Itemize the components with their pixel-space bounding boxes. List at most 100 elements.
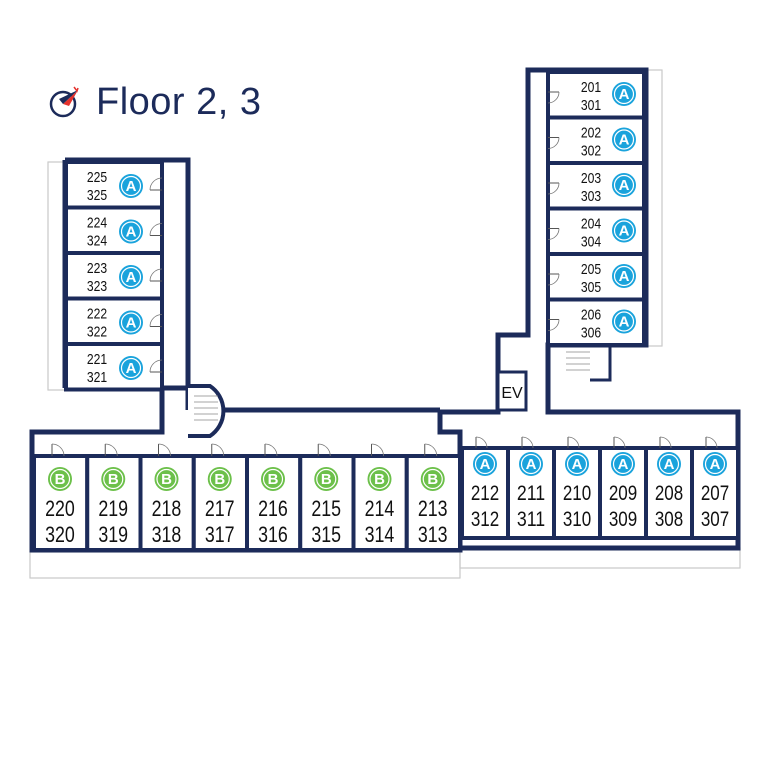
door-swing	[158, 443, 171, 457]
unit-type-a-badge: A	[657, 452, 681, 476]
unit-type-letter: A	[526, 456, 537, 473]
door-swing	[149, 314, 163, 327]
unit-type-letter: A	[619, 268, 630, 285]
unit-number-lower: 310	[563, 508, 591, 531]
unit-number-lower: 319	[98, 522, 128, 547]
unit-number-upper: 220	[45, 496, 75, 521]
unit-type-b-badge: B	[420, 467, 445, 491]
unit-type-a-badge: A	[119, 310, 143, 335]
unit-type-letter: A	[619, 132, 630, 149]
stairwell	[188, 384, 226, 438]
unit-type-b-badge: B	[154, 467, 179, 491]
unit-type-letter: B	[268, 471, 279, 488]
unit-number-lower: 307	[701, 508, 729, 531]
door-swing	[149, 223, 163, 236]
unit-number-upper: 201	[581, 79, 601, 96]
unit-number-lower: 314	[365, 522, 395, 547]
door-swing	[149, 268, 163, 282]
unit-type-letter: A	[619, 177, 630, 194]
unit-type-a-badge: A	[612, 218, 636, 243]
unit-number-upper: 207	[701, 482, 729, 505]
unit-number-lower: 301	[581, 97, 601, 114]
unit-type-a-badge: A	[612, 173, 636, 197]
unit-number-lower: 323	[87, 278, 107, 295]
unit-number-upper: 216	[258, 496, 288, 521]
unit-number-upper: 202	[581, 125, 601, 142]
unit-type-letter: A	[126, 360, 137, 377]
unit-type-a-badge: A	[119, 219, 143, 244]
unit-number-lower: 315	[311, 522, 341, 547]
unit-type-a-badge: A	[612, 264, 636, 288]
unit-number-upper: 210	[563, 482, 591, 505]
unit-type-letter: A	[126, 224, 137, 241]
balcony-bottom-left	[29, 551, 461, 579]
unit-number-lower: 304	[581, 234, 601, 251]
unit-number-upper: 212	[471, 482, 499, 505]
unit-number-upper: 203	[581, 170, 601, 187]
unit-number-upper: 206	[581, 307, 601, 324]
unit-number-lower: 311	[517, 508, 545, 531]
unit-type-a-badge: A	[473, 452, 497, 476]
unit-type-letter: A	[619, 223, 630, 240]
unit-212: A 212 312	[460, 436, 510, 540]
door-swing	[521, 436, 534, 449]
door-swing	[371, 443, 384, 457]
building-outline	[29, 67, 741, 553]
unit-type-letter: B	[374, 471, 385, 488]
unit-number-upper: 224	[87, 215, 107, 232]
door-swing	[475, 436, 488, 449]
unit-number-lower: 320	[45, 522, 75, 547]
unit-type-a-badge: A	[519, 452, 543, 476]
door-swing	[211, 443, 225, 457]
unit-type-letter: A	[126, 315, 137, 332]
unit-number-lower: 313	[418, 522, 448, 547]
door-swing	[547, 182, 560, 195]
unit-type-a-badge: A	[612, 82, 636, 106]
door-swing	[149, 177, 163, 191]
elevator-label: EV	[501, 385, 523, 402]
unit-number-upper: 209	[609, 482, 637, 505]
unit-number-upper: 219	[98, 496, 128, 521]
unit-number-lower: 321	[87, 369, 107, 386]
unit-number-lower: 312	[471, 508, 499, 531]
unit-number-lower: 325	[87, 187, 107, 204]
unit-number-lower: 306	[581, 325, 601, 342]
unit-type-letter: B	[161, 471, 172, 488]
door-swing	[547, 319, 560, 331]
unit-type-b-badge: B	[314, 467, 339, 491]
unit-type-b-badge: B	[261, 467, 285, 491]
balcony-bottom-right	[459, 547, 741, 569]
door-swing	[567, 436, 580, 449]
unit-type-letter: A	[480, 456, 491, 473]
unit-type-letter: B	[427, 471, 438, 488]
unit-type-a-badge: A	[119, 265, 143, 289]
unit-number-lower: 322	[87, 324, 107, 341]
unit-number-upper: 208	[655, 482, 683, 505]
unit-type-letter: A	[572, 456, 583, 473]
unit-type-a-badge: A	[612, 309, 636, 334]
door-swing	[547, 273, 560, 286]
door-swing	[547, 91, 560, 104]
unit-type-a-badge: A	[565, 452, 589, 476]
unit-number-lower: 316	[258, 522, 288, 547]
door-swing	[51, 443, 65, 457]
unit-type-b-badge: B	[101, 467, 126, 491]
unit-type-a-badge: A	[611, 452, 635, 476]
elevator: EV	[496, 370, 528, 412]
unit-number-lower: 305	[581, 279, 601, 296]
unit-number-lower: 318	[152, 522, 182, 547]
door-swing	[149, 359, 163, 373]
